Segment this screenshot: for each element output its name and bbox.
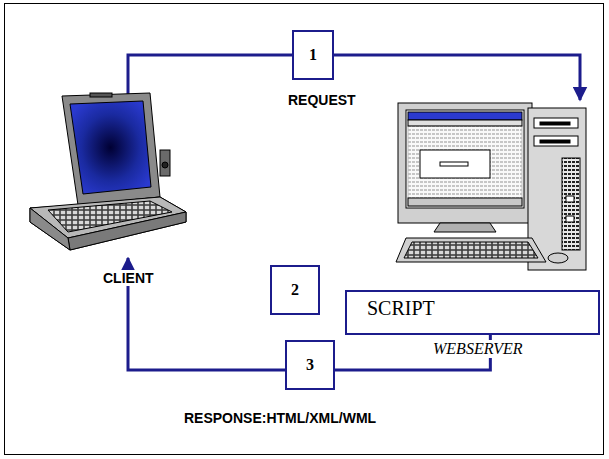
callout-box: 3 <box>285 340 335 390</box>
callout-number: 3 <box>306 356 314 374</box>
outer-frame <box>5 4 604 455</box>
callout-number: 2 <box>291 281 299 299</box>
client-laptop: CLIENT <box>28 90 188 258</box>
callout-number: 1 <box>309 46 317 64</box>
request-label: REQUEST <box>286 92 358 108</box>
webserver-label: WEBSERVER <box>431 340 524 358</box>
callout-box: 2 <box>270 265 320 315</box>
callout-box: 1 <box>292 30 334 80</box>
client-label: CLIENT <box>101 270 156 286</box>
script-label: SCRIPT <box>367 297 435 320</box>
script-box: SCRIPT <box>345 290 600 335</box>
webserver-computer <box>396 103 586 270</box>
response-label: RESPONSE:HTML/XML/WML <box>182 410 378 426</box>
laptop-illustration <box>30 93 186 250</box>
